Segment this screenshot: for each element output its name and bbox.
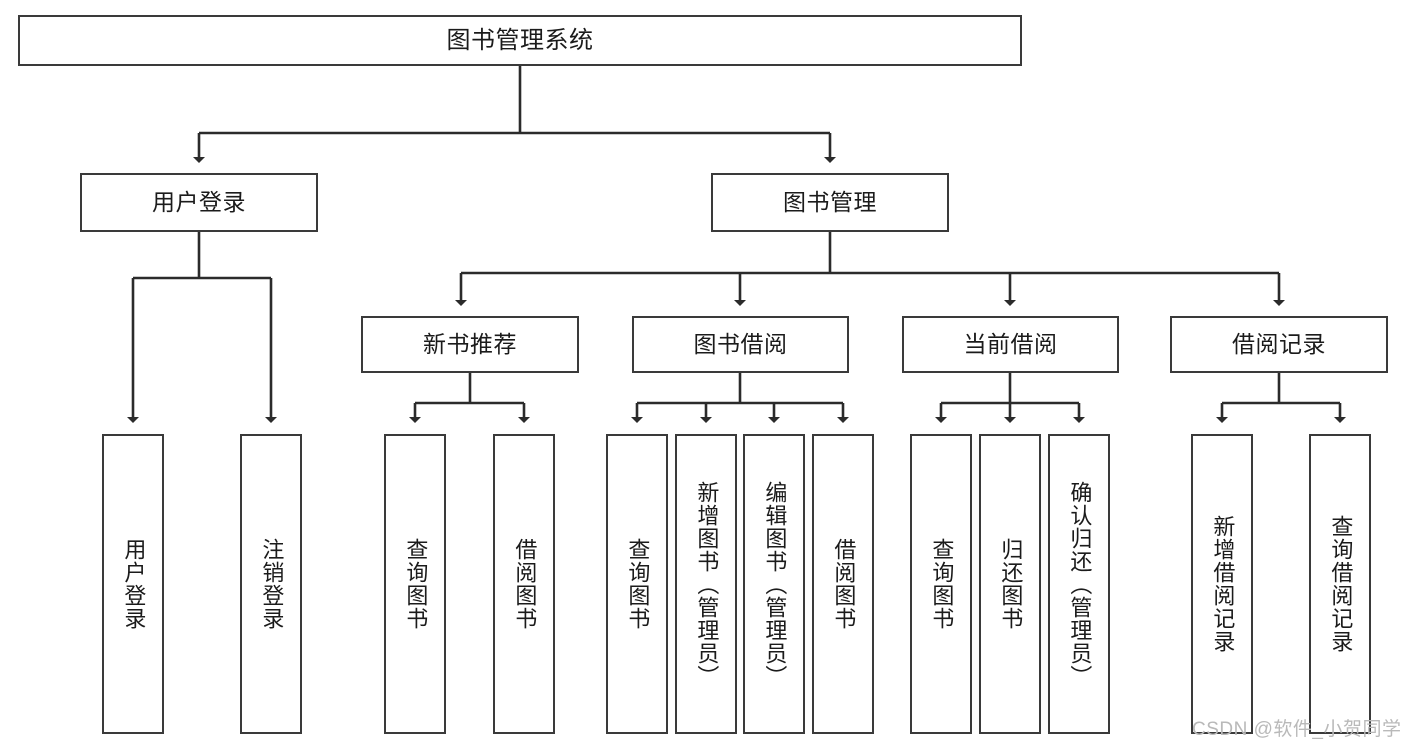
leaf-borrow-book[interactable]: 借阅图书 (812, 434, 874, 734)
node-label: 当前借阅 (963, 331, 1058, 358)
node-user-login[interactable]: 用户登录 (80, 173, 318, 232)
leaf-query-book-current[interactable]: 查询图书 (910, 434, 972, 734)
node-label: 新增图书（管理员） (694, 480, 720, 688)
node-label: 查询图书 (625, 538, 651, 630)
node-root-system[interactable]: 图书管理系统 (18, 15, 1022, 66)
leaf-add-book-admin[interactable]: 新增图书（管理员） (675, 434, 737, 734)
leaf-query-borrow-record[interactable]: 查询借阅记录 (1309, 434, 1371, 734)
node-label: 图书借阅 (693, 331, 788, 358)
node-borrow-records[interactable]: 借阅记录 (1170, 316, 1388, 373)
leaf-confirm-return-admin[interactable]: 确认归还（管理员） (1048, 434, 1110, 734)
node-label: 用户登录 (152, 189, 246, 216)
node-label: 归还图书 (998, 538, 1024, 630)
leaf-user-login[interactable]: 用户登录 (102, 434, 164, 734)
leaf-query-book-borrow[interactable]: 查询图书 (606, 434, 668, 734)
node-label: 新增借阅记录 (1210, 515, 1236, 653)
node-label: 注销登录 (259, 538, 285, 630)
leaf-borrow-book-recommend[interactable]: 借阅图书 (493, 434, 555, 734)
leaf-return-book[interactable]: 归还图书 (979, 434, 1041, 734)
node-label: 查询图书 (929, 538, 955, 630)
node-label: 查询图书 (403, 538, 429, 630)
node-current-borrow[interactable]: 当前借阅 (902, 316, 1119, 373)
csdn-watermark: CSDN @软件_小贺同学 (1192, 719, 1402, 740)
leaf-edit-book-admin[interactable]: 编辑图书（管理员） (743, 434, 805, 734)
node-label: 图书管理系统 (446, 26, 594, 54)
node-label: 图书管理 (783, 189, 877, 216)
node-label: 确认归还（管理员） (1067, 480, 1093, 688)
node-label: 用户登录 (121, 538, 147, 630)
leaf-logout[interactable]: 注销登录 (240, 434, 302, 734)
node-new-book-recommend[interactable]: 新书推荐 (361, 316, 579, 373)
node-label: 借阅图书 (512, 538, 538, 630)
node-label: 编辑图书（管理员） (762, 480, 788, 688)
node-label: 新书推荐 (423, 331, 517, 358)
node-label: 借阅图书 (831, 538, 857, 630)
leaf-add-borrow-record[interactable]: 新增借阅记录 (1191, 434, 1253, 734)
node-label: 查询借阅记录 (1328, 515, 1354, 653)
node-book-management[interactable]: 图书管理 (711, 173, 949, 232)
node-book-borrow[interactable]: 图书借阅 (632, 316, 849, 373)
node-label: 借阅记录 (1232, 331, 1326, 358)
leaf-query-book-recommend[interactable]: 查询图书 (384, 434, 446, 734)
